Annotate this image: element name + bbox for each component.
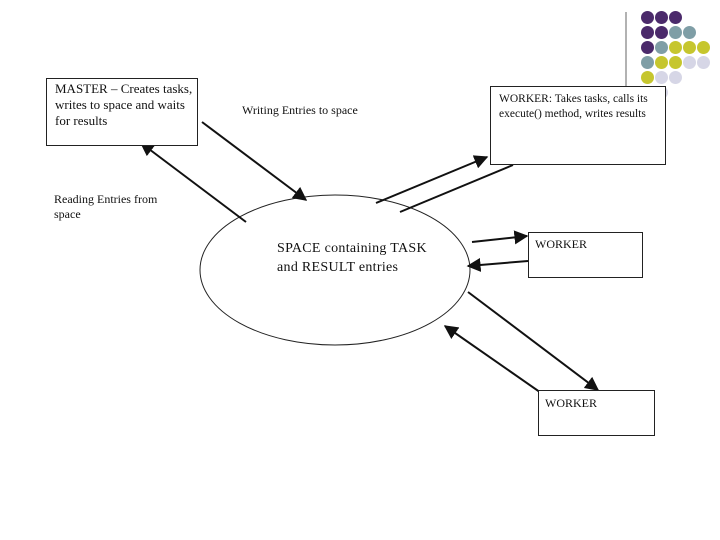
writing-entries-label: Writing Entries to space (242, 103, 358, 117)
decorative-dot (655, 26, 668, 39)
arrow-worker2-in (471, 230, 529, 245)
reading-entries-label: Reading Entries from space (54, 192, 158, 221)
decorative-dot (683, 56, 696, 69)
decorative-dot (641, 56, 654, 69)
decorative-dot (683, 26, 696, 39)
arrow-worker2-out (466, 257, 529, 272)
worker-3-text: WORKER (545, 396, 597, 410)
decorative-dot (669, 56, 682, 69)
decorative-dot (669, 41, 682, 54)
decorative-dot (641, 11, 654, 24)
space-label: SPACE containing TASK and RESULT entries (277, 241, 427, 275)
decorative-dot (655, 71, 668, 84)
arrow-master-reading (139, 142, 247, 223)
decorative-dot (669, 11, 682, 24)
decorative-dot (669, 26, 682, 39)
arrow-master-writing (201, 121, 308, 201)
decorative-dot (641, 41, 654, 54)
arrow-worker3-in (467, 291, 600, 391)
arrow-worker-main-in (399, 164, 514, 213)
decorative-dot (655, 11, 668, 24)
decorative-dot (641, 26, 654, 39)
master-box-text: MASTER – Creates tasks, writes to space … (55, 81, 193, 128)
decorative-dot (683, 41, 696, 54)
worker-2-text: WORKER (535, 237, 587, 251)
decorative-dot (697, 41, 710, 54)
arrow-worker-main-out (375, 155, 489, 204)
worker-main-text: WORKER: Takes tasks, calls its execute()… (499, 93, 648, 120)
worker-box-3: WORKER (538, 390, 655, 436)
decorative-dot (669, 71, 682, 84)
decorative-dot (697, 56, 710, 69)
decorative-dot (655, 56, 668, 69)
decorative-dot (655, 41, 668, 54)
decorative-dot (641, 71, 654, 84)
worker-box-2: WORKER (528, 232, 643, 278)
worker-box-main: WORKER: Takes tasks, calls its execute()… (490, 86, 666, 165)
master-box: MASTER – Creates tasks, writes to space … (46, 78, 198, 146)
